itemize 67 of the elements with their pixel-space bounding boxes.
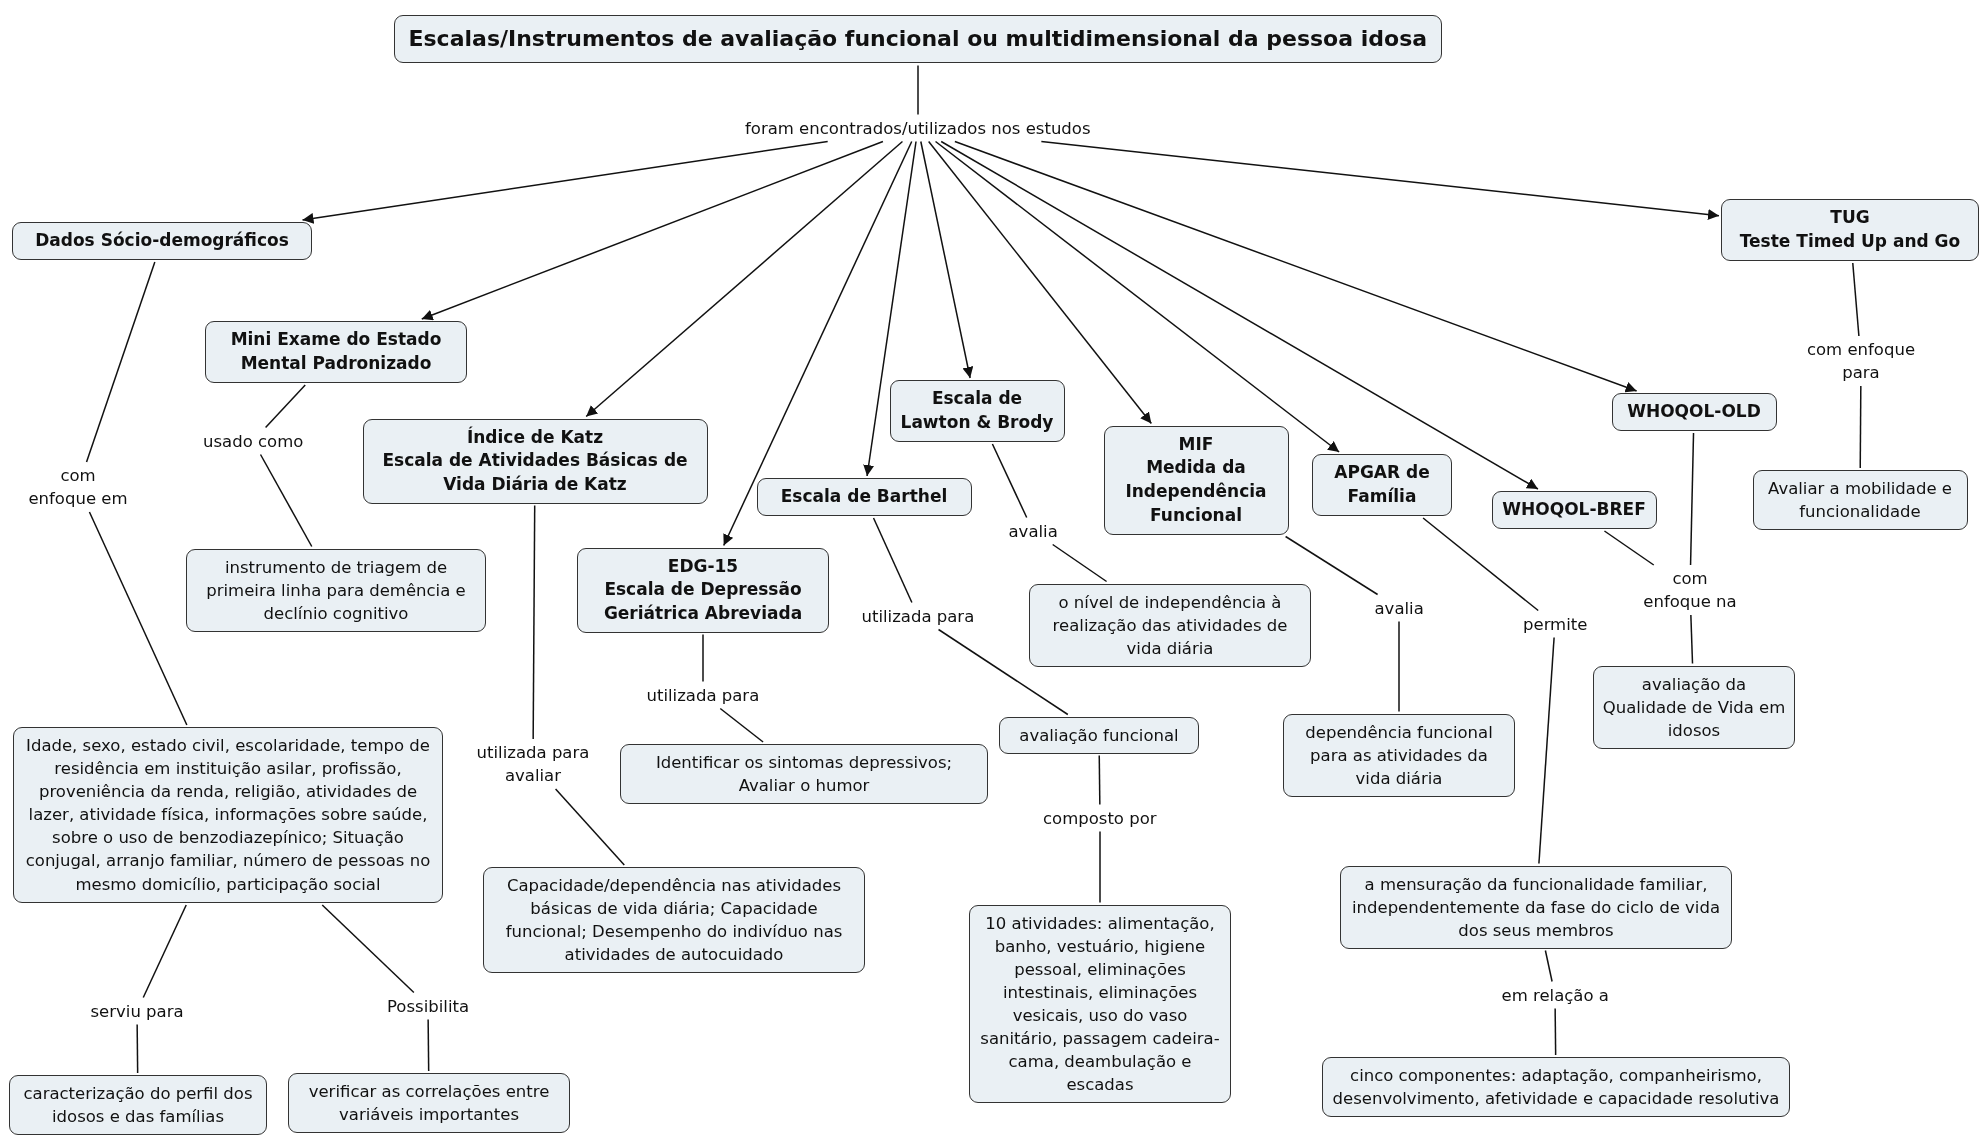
concept-box: Idade, sexo, estado civil, escolaridade, tempo de residência em instituição asilar, profissão, proveniência da renda, religião, atividades de lazer, atividade física, informações sobre saúde, sobre o uso de benzodiazepínico; Situação conjugal, arranjo familiar, número de pessoas no mesmo domicílio, participação social [13, 727, 443, 903]
connector-line [1603, 530, 1655, 566]
connector-line [142, 904, 187, 999]
connector-line [1554, 1007, 1557, 1056]
concept-box: APGAR de Família [1312, 454, 1452, 516]
concept-box: 10 atividades: alimentação, banho, vestuário, higiene pessoal, eliminações intestinais, eliminações vesicais, uso do vaso sanitário, passagem cadeira-cama, deambulação e escadas [969, 904, 1231, 1104]
connector-line [937, 628, 1069, 716]
connector-line [1859, 385, 1862, 469]
concept-box: Identificar os sintomas depressivos; Avaliar o humor [620, 744, 988, 805]
concept-box: MIF Medida da Independência Funcional [1103, 425, 1289, 535]
concept-box: WHOQOL-OLD [1611, 393, 1777, 431]
concept-box: avaliação funcional [999, 716, 1199, 754]
concept-box: Mini Exame do Estado Mental Padronizado [205, 321, 467, 383]
arrow [301, 140, 829, 224]
concept-box: Escala de Barthel [756, 478, 972, 516]
connector-line [554, 788, 626, 866]
connector-line [1051, 543, 1108, 583]
connector-line [1852, 262, 1860, 337]
title-box: Escalas/Instrumentos de avaliação funcional ou multidimensional da pessoa idosa [393, 14, 1443, 64]
concept-box: Dados Sócio-demográficos [12, 222, 312, 260]
connector-line [427, 1018, 430, 1072]
concept-box: Avaliar a mobilidade e funcionalidade [1752, 470, 1968, 531]
connector-line [917, 64, 919, 116]
arrow [940, 140, 1539, 490]
concept-box: Escala de Lawton & Brody [889, 380, 1065, 442]
concept-box: a mensuração da funcionalidade familiar, independentemente da fase do ciclo de vida dos seus membros [1340, 865, 1732, 949]
concept-box: o nível de independência à realização das atividades de vida diária [1029, 583, 1311, 667]
arrow [954, 140, 1638, 393]
concept-box: avaliação da Qualidade de Vida em idosos [1593, 665, 1795, 749]
concept-box: Índice de Katz Escala de Atividades Básicas de Vida Diária de Katz [362, 418, 708, 504]
arrow [585, 140, 904, 418]
arrow [1040, 140, 1720, 220]
connector-line [1538, 636, 1555, 865]
concept-box: cinco componentes: adaptação, companheirismo, desenvolvimento, afetividade e capacidade resolutiva [1322, 1057, 1790, 1118]
connector-line [532, 504, 536, 740]
concept-box: verificar as correlações entre variáveis importantes [288, 1073, 570, 1134]
connector-line [136, 1023, 139, 1074]
connector-line [88, 511, 188, 726]
connector-line [1422, 517, 1539, 612]
connector-line [1690, 614, 1694, 665]
concept-box: Capacidade/dependência nas atividades básicas de vida diária; Capacidade funcional; Desempenho do indivíduo nas atividades de autocuidado [483, 867, 865, 974]
arrow [934, 140, 1340, 453]
concept-box: EDG-15 Escala de Depressão Geriátrica Abreviada [577, 547, 829, 633]
concept-box: caracterização do perfil dos idosos e das famílias [9, 1075, 267, 1136]
connector-line [702, 633, 704, 683]
concept-box: instrumento de triagem de primeira linha para demência e declínio cognitivo [186, 548, 486, 632]
concept-box: WHOQOL-BREF [1491, 491, 1657, 529]
connector-line [1689, 432, 1695, 566]
arrow [927, 140, 1153, 425]
connector-line [1398, 620, 1400, 713]
concept-box: dependência funcional para as atividades da vida diária [1283, 713, 1515, 797]
arrow [863, 140, 917, 477]
connector-line [264, 384, 306, 429]
concept-box: TUG Teste Timed Up and Go [1721, 199, 1979, 261]
connector-line [1099, 830, 1101, 904]
connector-line [259, 453, 313, 548]
arrow [920, 140, 974, 379]
connector-line [719, 707, 764, 743]
connector-line [872, 517, 913, 604]
arrow [722, 140, 913, 547]
connector-line [991, 443, 1028, 519]
connector-line [1098, 754, 1101, 806]
connector-line [1544, 949, 1553, 983]
connector-line [85, 261, 156, 463]
connector-line [1284, 535, 1379, 596]
arrow [421, 140, 884, 321]
connector-line [321, 904, 415, 994]
